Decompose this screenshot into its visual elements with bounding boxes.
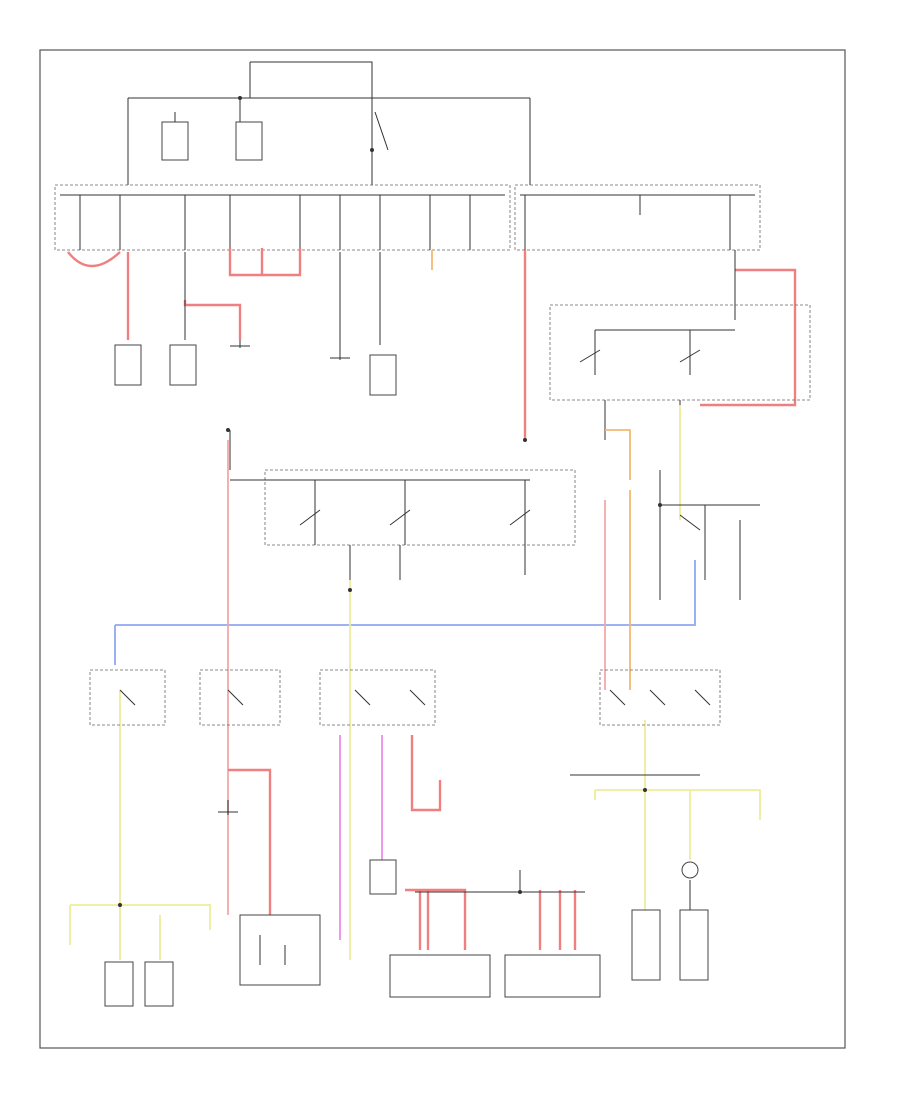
junction-dots xyxy=(118,428,662,907)
lamp-symbol xyxy=(681,861,699,879)
lower-module-row xyxy=(89,669,721,726)
component-box xyxy=(504,954,601,998)
relay-box xyxy=(161,121,189,161)
component-box xyxy=(389,954,491,998)
component-box xyxy=(104,961,134,1007)
lower-yellow-harness xyxy=(69,774,761,960)
component-box xyxy=(369,354,397,396)
component-box xyxy=(631,909,661,981)
component-box xyxy=(114,344,142,386)
component-box xyxy=(144,961,174,1007)
resistor-box xyxy=(235,121,263,161)
right-relay-column xyxy=(114,470,760,665)
left-fuse-outputs xyxy=(67,248,433,396)
middle-switch-bar xyxy=(229,430,576,590)
diagram-frame xyxy=(39,49,846,1049)
component-box xyxy=(169,344,197,386)
lower-red-branches xyxy=(218,735,585,950)
component-box xyxy=(369,859,397,895)
fuse-junction-box xyxy=(54,184,761,251)
component-box xyxy=(239,914,321,986)
bottom-components xyxy=(104,859,709,1007)
main-harness-wires xyxy=(119,440,646,960)
right-switch-panel xyxy=(523,250,811,520)
ignition-switch-section xyxy=(127,61,531,185)
component-box xyxy=(679,909,709,981)
